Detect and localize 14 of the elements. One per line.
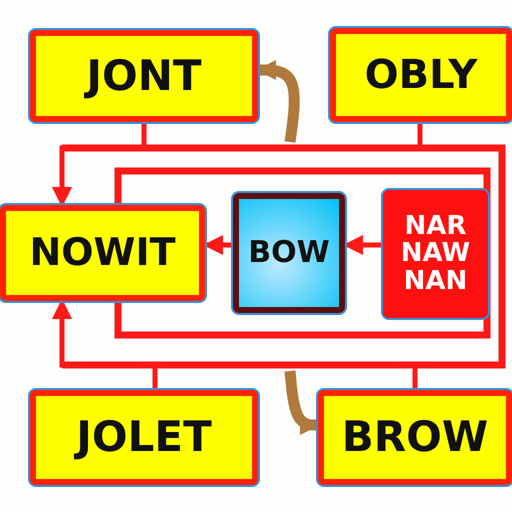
box-label: NAR NAW NAN — [400, 213, 472, 295]
box-label: OBLY — [364, 54, 478, 96]
box-label: JONT — [86, 54, 202, 98]
box-label: NOWIT — [29, 233, 176, 273]
box-label: BOW — [248, 237, 330, 269]
box-label: JOLET — [76, 415, 212, 460]
label-box — [30, 30, 258, 122]
label-box — [318, 390, 512, 485]
label-box — [383, 190, 488, 318]
label-box — [0, 205, 205, 301]
box-label: BROW — [342, 415, 488, 460]
label-box — [330, 28, 512, 122]
label-box — [233, 193, 345, 313]
label-box — [30, 390, 258, 485]
